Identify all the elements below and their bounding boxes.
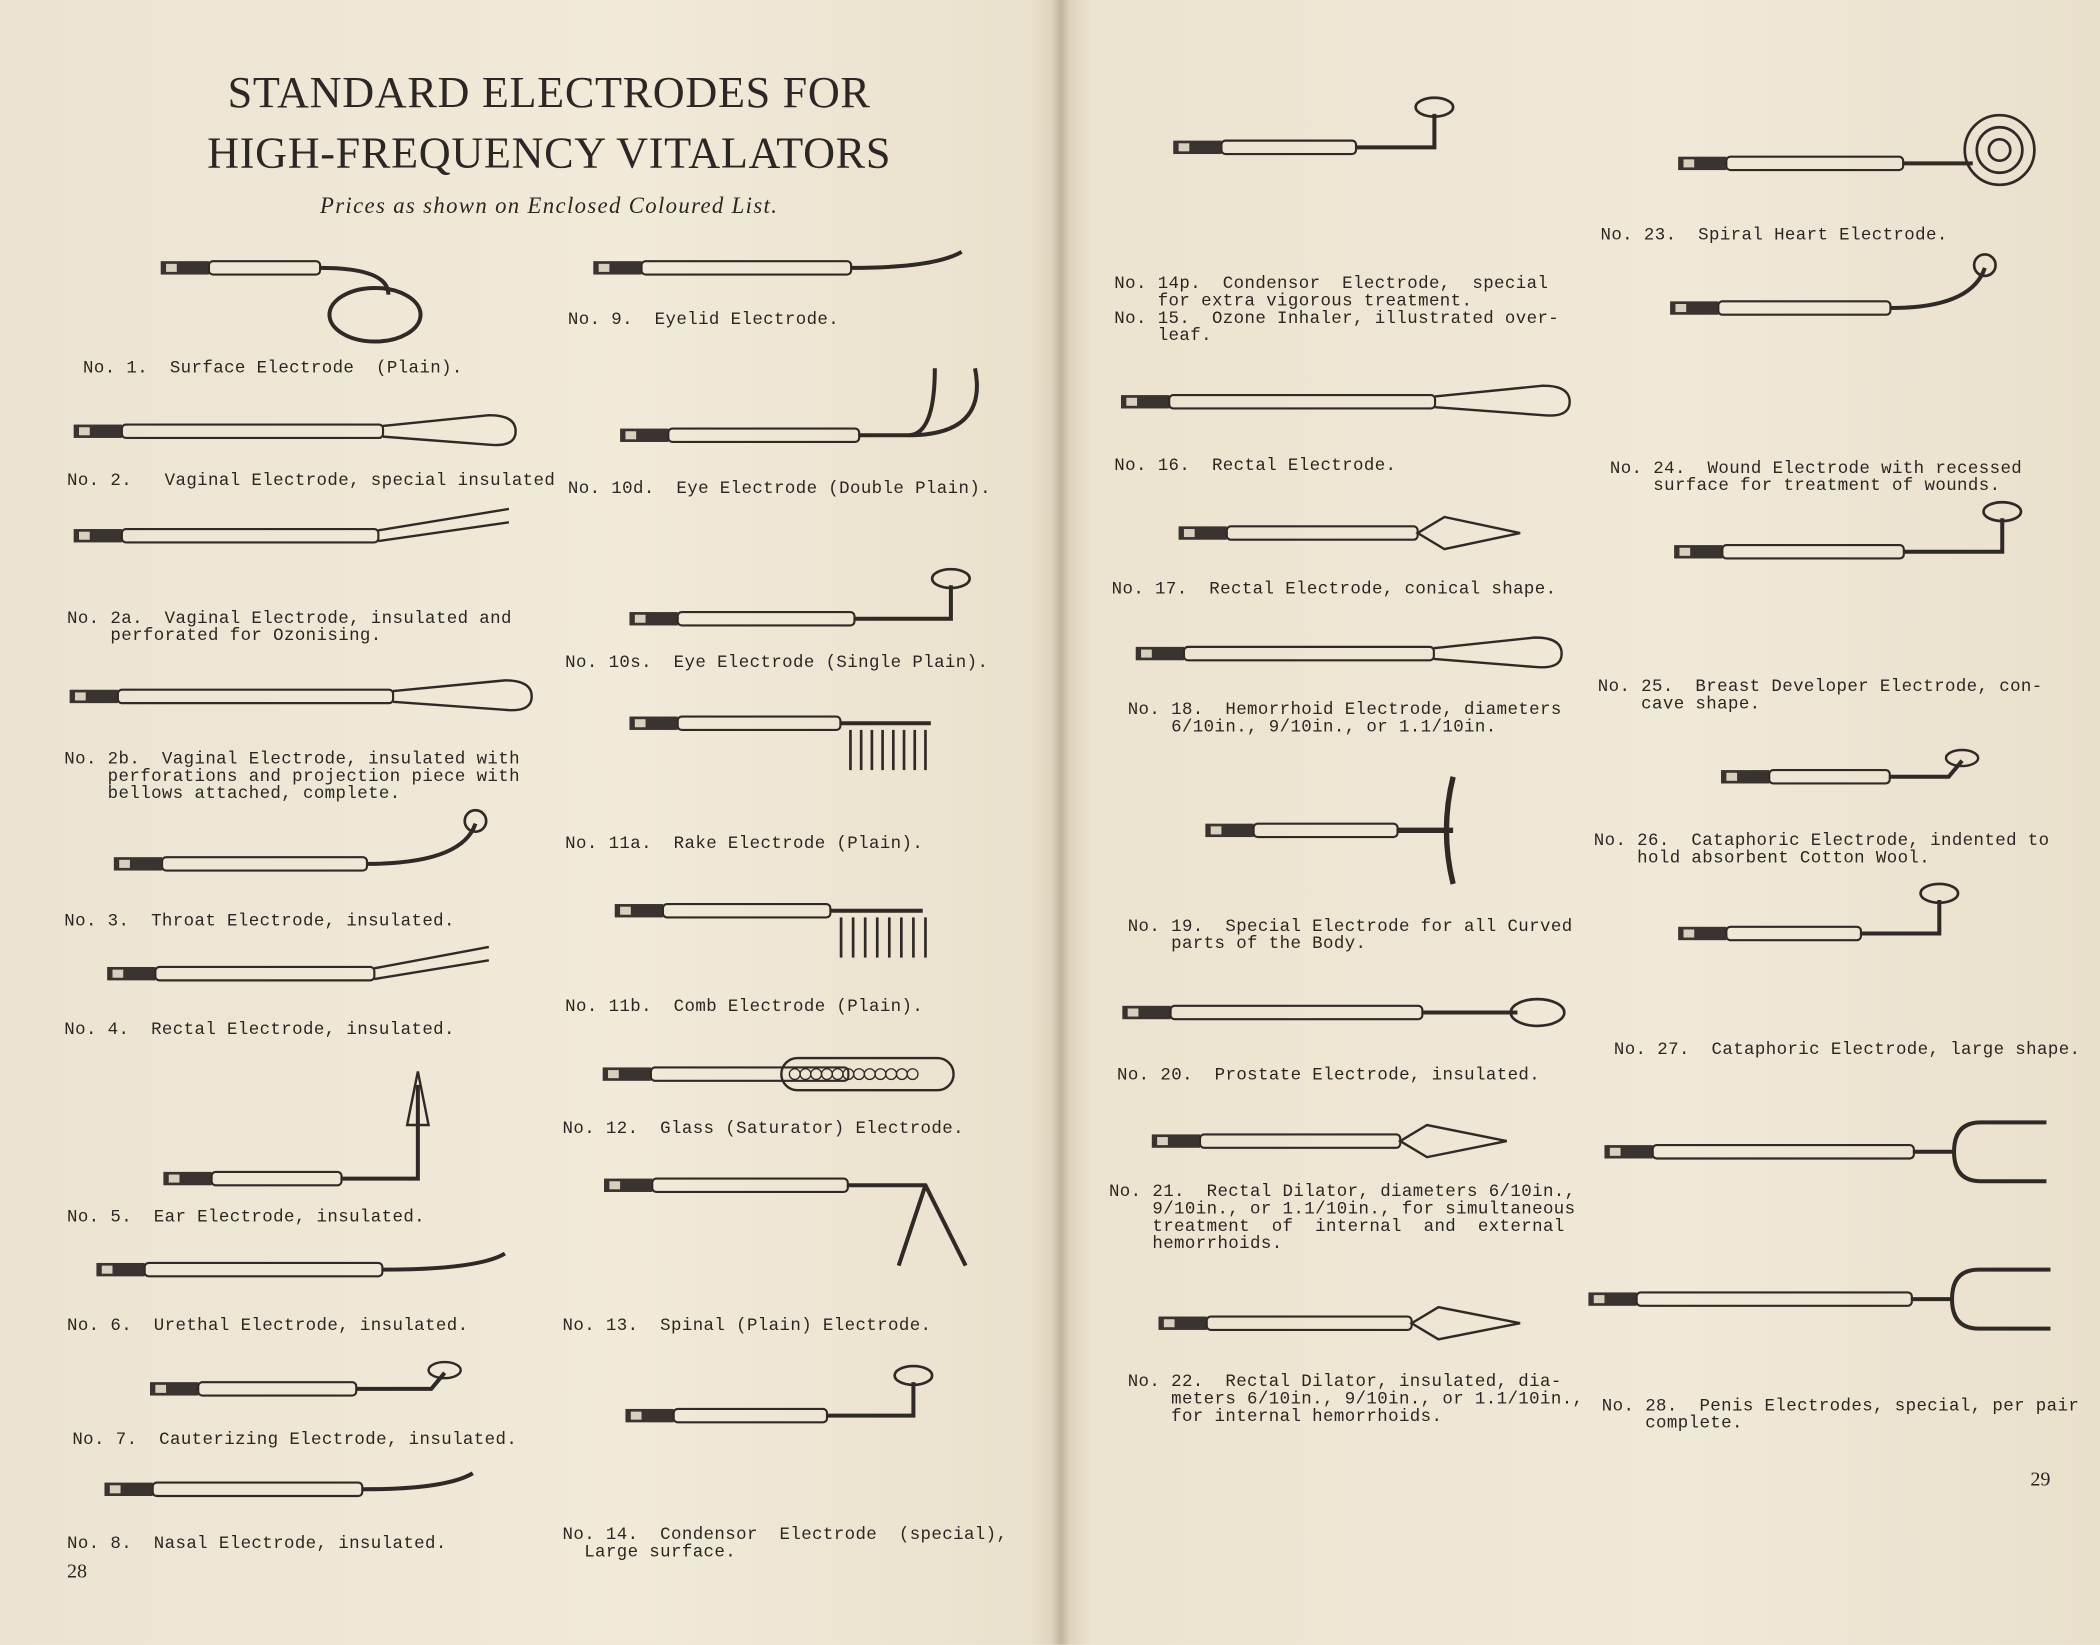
page-subtitle: Prices as shown on Enclosed Coloured Lis… xyxy=(319,192,779,219)
electrode-illustration-24-27 xyxy=(1670,253,1997,316)
electrode-caption-11a: No. 11a. Rake Electrode (Plain). xyxy=(565,833,924,854)
electrode-caption-24: No. 24. Wound Electrode with recessed su… xyxy=(1609,458,2023,496)
electrode-illustration-19-22 xyxy=(1205,776,1456,885)
page-gutter xyxy=(1051,0,1071,1645)
electrode-illustration-9-10 xyxy=(593,250,963,276)
electrode-caption-10d: No. 10d. Eye Electrode (Double Plain). xyxy=(567,478,992,499)
electrode-illustration-11b-14 xyxy=(614,902,927,958)
electrode-illustration-2b-3 xyxy=(69,679,533,712)
electrode-illustration-26-29 xyxy=(1721,748,1980,785)
electrode-illustration-10d-11 xyxy=(620,367,979,444)
electrode-caption-28: No. 28. Penis Electrodes, special, per p… xyxy=(1601,1395,2080,1434)
electrode-caption-23: No. 23. Spiral Heart Electrode. xyxy=(1600,225,1948,246)
electrode-illustration-2a-2 xyxy=(73,507,510,544)
electrode-caption-10s: No. 10s. Eye Electrode (Single Plain). xyxy=(565,652,989,673)
electrode-illustration-17-20 xyxy=(1178,515,1521,551)
electrode-illustration-7-8 xyxy=(150,1360,462,1397)
electrode-caption-19: No. 19. Special Electrode for all Curved… xyxy=(1127,916,1573,954)
electrode-caption-6: No. 6. Urethal Electrode, insulated. xyxy=(66,1315,469,1336)
electrode-illustration-2-1 xyxy=(73,413,517,447)
electrode-illustration-4-5 xyxy=(107,945,490,982)
electrode-illustration-20-23 xyxy=(1122,997,1566,1028)
electrode-illustration-21-24 xyxy=(1151,1123,1507,1159)
electrode-caption-2a: No. 2a. Vaginal Electrode, insulated and… xyxy=(66,608,512,646)
electrode-illustration-6-7 xyxy=(96,1251,506,1278)
electrode-caption-8: No. 8. Nasal Electrode, insulated. xyxy=(66,1533,447,1554)
electrode-caption-12: No. 12. Glass (Saturator) Electrode. xyxy=(562,1118,964,1139)
electrode-illustration-13-16 xyxy=(604,1177,968,1267)
page-title-line-2: HIGH-FREQUENCY VITALATORS xyxy=(207,129,892,179)
page-title-line-1: STANDARD ELECTRODES FOR xyxy=(227,69,871,118)
electrode-caption-25: No. 25. Breast Developer Electrode, con-… xyxy=(1597,676,2043,714)
electrode-caption-14p: No. 14p. Condensor Electrode, special fo… xyxy=(1114,273,1560,346)
electrode-caption-7: No. 7. Cauterizing Electrode, insulated. xyxy=(72,1429,518,1450)
page-number-right: 29 xyxy=(2030,1469,2051,1491)
electrode-caption-2b: No. 2b. Vaginal Electrode, insulated wit… xyxy=(64,748,521,804)
electrode-illustration-12-15 xyxy=(602,1056,955,1092)
electrode-illustration-10s-12 xyxy=(629,567,971,627)
electrode-caption-22: No. 22. Rectal Dilator, insulated, dia- … xyxy=(1127,1371,1584,1427)
electrode-caption-21: No. 21. Rectal Dilator, diameters 6/10in… xyxy=(1108,1181,1576,1254)
electrode-illustration-28-32 xyxy=(1588,1267,2051,1331)
electrode-illustration-23-26 xyxy=(1678,113,2036,187)
electrode-caption-3: No. 3. Throat Electrode, insulated. xyxy=(64,910,455,931)
electrode-illustration-25-28 xyxy=(1674,500,2023,560)
electrode-caption-16: No. 16. Rectal Electrode. xyxy=(1114,455,1397,476)
electrode-illustration-14-17 xyxy=(625,1364,934,1424)
electrode-caption-20: No. 20. Prostate Electrode, insulated. xyxy=(1116,1064,1541,1085)
electrode-illustration-27-30 xyxy=(1678,882,1960,942)
electrode-caption-26: No. 26. Cataphoric Electrode, indented t… xyxy=(1593,830,2050,868)
electrode-illustration-8-9 xyxy=(104,1471,474,1498)
electrode-illustration-18-21 xyxy=(1135,636,1563,669)
electrode-caption-4: No. 4. Rectal Electrode, insulated. xyxy=(64,1019,455,1040)
electrode-illustration-16-19 xyxy=(1120,384,1571,417)
page-number-left: 28 xyxy=(66,1561,88,1584)
electrode-illustration-5-6 xyxy=(163,1071,431,1187)
electrode-caption-13: No. 13. Spinal (Plain) Electrode. xyxy=(562,1315,932,1336)
electrode-caption-27: No. 27. Cataphoric Electrode, large shap… xyxy=(1613,1039,2081,1060)
electrode-caption-2: No. 2. Vaginal Electrode, special insula… xyxy=(66,470,556,491)
electrode-illustration-22-25 xyxy=(1158,1305,1521,1341)
electrode-caption-5: No. 5. Ear Electrode, insulated. xyxy=(66,1206,426,1227)
electrode-illustration-3-4 xyxy=(113,808,488,872)
electrode-illustration-28-31 xyxy=(1604,1120,2047,1184)
electrode-illustration-14p-18 xyxy=(1173,96,1455,156)
electrode-illustration-11a-13 xyxy=(629,715,931,771)
electrode-caption-17: No. 17. Rectal Electrode, conical shape. xyxy=(1111,578,1557,599)
electrode-caption-14: No. 14. Condensor Electrode (special), L… xyxy=(562,1524,1008,1562)
electrode-caption-1: No. 1. Surface Electrode (Plain). xyxy=(83,357,463,378)
electrode-illustration-1-0 xyxy=(160,260,423,344)
electrode-caption-18: No. 18. Hemorrhoid Electrode, diameters … xyxy=(1127,699,1562,737)
electrode-caption-9: No. 9. Eyelid Electrode. xyxy=(567,309,840,330)
electrode-caption-11b: No. 11b. Comb Electrode (Plain). xyxy=(565,996,924,1017)
